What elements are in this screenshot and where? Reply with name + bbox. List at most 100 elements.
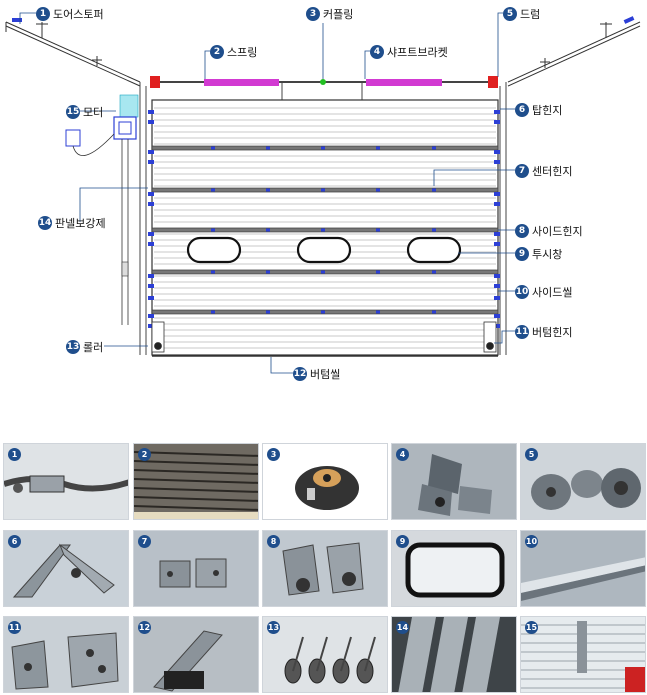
side-hinge-marker: [148, 274, 154, 278]
part-photo-11: 11: [3, 616, 129, 693]
center-hinge-marker: [376, 228, 380, 232]
callout-label: 탑힌지: [532, 104, 563, 117]
part-photo-image: [521, 444, 645, 519]
side-hinge-marker: [494, 150, 500, 154]
center-hinge-marker: [432, 228, 436, 232]
side-hinge-marker: [494, 202, 500, 206]
callout-number-badge: 14: [38, 216, 52, 230]
part-photo-image: [134, 617, 258, 692]
callout-number-badge: 8: [515, 224, 529, 238]
center-hinge-marker: [266, 228, 270, 232]
side-hinge-marker: [148, 324, 154, 328]
part-photo-6: 6: [3, 530, 129, 607]
center-hinge-marker: [321, 188, 325, 192]
photo-number-badge: 1: [8, 448, 21, 461]
callout-number-badge: 11: [515, 325, 529, 339]
photo-number-badge: 3: [267, 448, 280, 461]
part-photo-image: [4, 617, 128, 692]
motor-unit: [65, 94, 139, 325]
callout-label: 버텀힌지: [532, 326, 573, 339]
photo-number-badge: 15: [525, 621, 538, 634]
side-hinge-marker: [494, 324, 500, 328]
part-photo-image: [134, 444, 258, 519]
center-hinge-marker: [432, 310, 436, 314]
photo-number-badge: 13: [267, 621, 280, 634]
part-photo-7: 7: [133, 530, 259, 607]
callout-number-badge: 12: [293, 367, 307, 381]
window-2: [296, 236, 352, 264]
part-photo-9: 9: [391, 530, 517, 607]
drum-right-icon: [488, 76, 498, 88]
side-hinge-marker: [494, 110, 500, 114]
leader-lines: [19, 12, 515, 374]
callout-label: 모터: [83, 106, 104, 119]
callout-number-badge: 10: [515, 285, 529, 299]
photo-number-badge: 8: [267, 535, 280, 548]
door-stopper-left-icon: [12, 18, 22, 22]
side-hinge-marker: [494, 192, 500, 196]
center-hinge-marker: [266, 310, 270, 314]
window-row: [186, 236, 462, 264]
photo-number-badge: 2: [138, 448, 151, 461]
side-hinge-marker: [148, 120, 154, 124]
side-hinge-marker: [148, 202, 154, 206]
window-1: [186, 236, 242, 264]
callout-number-badge: 13: [66, 340, 80, 354]
part-photo-image: [392, 444, 516, 519]
center-hinge-marker: [321, 146, 325, 150]
side-hinge-marker: [148, 150, 154, 154]
center-hinge-marker: [376, 310, 380, 314]
center-hinge-marker: [321, 270, 325, 274]
photo-number-badge: 9: [396, 535, 409, 548]
center-hinge-marker: [376, 270, 380, 274]
part-photo-image: [263, 444, 387, 519]
center-hinge-marker: [211, 188, 215, 192]
side-hinge-marker: [148, 314, 154, 318]
photo-number-badge: 11: [8, 621, 21, 634]
part-photo-image: [521, 531, 645, 606]
part-photo-image: [134, 531, 258, 606]
callout-number-badge: 5: [503, 7, 517, 21]
right-overhead-track: [507, 21, 641, 87]
photo-number-badge: 4: [396, 448, 409, 461]
callout-number-badge: 7: [515, 164, 529, 178]
callout-label: 커플링: [323, 8, 354, 21]
callout-label: 사이드씰: [532, 286, 573, 299]
part-photo-image: [392, 617, 516, 692]
side-hinge-marker: [494, 284, 500, 288]
part-photo-image: [521, 617, 645, 692]
side-hinge-marker: [494, 232, 500, 236]
part-photo-8: 8: [262, 530, 388, 607]
part-photo-image: [4, 444, 128, 519]
callout-label: 사이드힌지: [532, 225, 583, 238]
callout-label: 샤프트브라켓: [387, 46, 448, 59]
side-hinge-marker: [494, 160, 500, 164]
photo-number-badge: 7: [138, 535, 151, 548]
part-photo-13: 13: [262, 616, 388, 693]
callout-number-badge: 3: [306, 7, 320, 21]
callout-number-badge: 4: [370, 45, 384, 59]
side-hinge-marker: [148, 110, 154, 114]
center-hinge-marker: [432, 270, 436, 274]
callout-number-badge: 2: [210, 45, 224, 59]
center-hinge-marker: [211, 228, 215, 232]
bottom-hinge-right: [483, 321, 497, 353]
photo-number-badge: 14: [396, 621, 409, 634]
callout-label: 스프링: [227, 46, 258, 59]
door-stopper-right-icon: [623, 16, 635, 24]
part-photo-10: 10: [520, 530, 646, 607]
